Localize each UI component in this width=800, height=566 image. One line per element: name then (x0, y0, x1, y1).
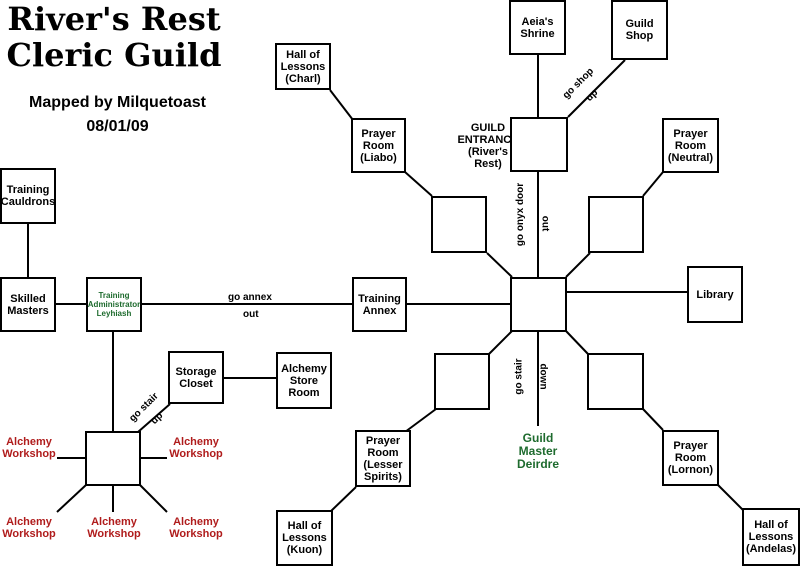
connector (137, 403, 171, 433)
room-passage-nw (431, 196, 487, 253)
map-date: 08/01/09 (86, 118, 149, 135)
dir-down: down (537, 363, 549, 390)
room-passage-se (587, 353, 644, 410)
room-hall-of-lessons-andelas: Hall of Lessons (Andelas) (742, 508, 800, 566)
room-central-hub (510, 277, 567, 332)
connector (404, 408, 437, 433)
room-workshop-hub (85, 431, 141, 486)
room-alchemy-workshop-s: Alchemy Workshop (87, 516, 141, 540)
room-passage-sw (434, 353, 490, 410)
dir-go-onyx-door: go onyx door (515, 182, 527, 247)
room-alchemy-workshop-w: Alchemy Workshop (2, 436, 56, 460)
room-alchemy-workshop-se: Alchemy Workshop (169, 516, 223, 540)
room-training-annex: Training Annex (352, 277, 407, 332)
connector (329, 486, 357, 513)
map-title-line1: River's Rest (7, 0, 221, 38)
room-aeias-shrine: Aeia's Shrine (509, 0, 566, 55)
room-hall-of-lessons-charl: Hall of Lessons (Charl) (275, 43, 331, 90)
room-prayer-neutral: Prayer Room (Neutral) (662, 118, 719, 173)
dir-go-annex: go annex (228, 292, 272, 303)
room-training-administrator: Training Administrator Leyhiash (86, 277, 142, 332)
room-alchemy-store-room: Alchemy Store Room (276, 352, 332, 409)
room-guild-master-deirdre: Guild Master Deirdre (516, 431, 560, 471)
connector (329, 89, 354, 121)
connector (139, 484, 168, 513)
room-alchemy-workshop-sw: Alchemy Workshop (2, 516, 56, 540)
connector (565, 330, 589, 355)
label-guild-entrance: GUILD ENTRANCE (River's Rest) (457, 122, 519, 170)
connector (642, 408, 664, 431)
room-library: Library (687, 266, 743, 323)
room-prayer-lesser-spirits: Prayer Room (Lesser Spirits) (355, 430, 411, 487)
mapped-by: Mapped by Milquetoast (29, 94, 206, 111)
connector (717, 484, 744, 511)
dir-out-onyx: out (539, 215, 551, 232)
room-training-cauldrons: Training Cauldrons (0, 168, 56, 224)
room-guild-shop: Guild Shop (611, 0, 668, 60)
room-hall-of-lessons-kuon: Hall of Lessons (Kuon) (276, 510, 333, 566)
room-skilled-masters: Skilled Masters (0, 277, 56, 332)
room-alchemy-workshop-e: Alchemy Workshop (169, 436, 223, 460)
map-title-line2: Cleric Guild (6, 36, 222, 74)
connector (56, 484, 87, 513)
connector (486, 252, 513, 278)
room-storage-closet: Storage Closet (168, 351, 224, 404)
room-prayer-liabo: Prayer Room (Liabo) (351, 118, 406, 173)
dir-out-annex: out (243, 309, 259, 320)
connector (488, 330, 513, 355)
connector (567, 59, 626, 118)
connector (565, 252, 591, 278)
dir-go-stair-down: go stair (513, 358, 525, 395)
connector (642, 171, 664, 197)
room-prayer-lornon: Prayer Room (Lornon) (662, 430, 719, 486)
room-passage-ne (588, 196, 644, 253)
connector (404, 171, 433, 197)
room-guild-entrance (510, 117, 568, 172)
